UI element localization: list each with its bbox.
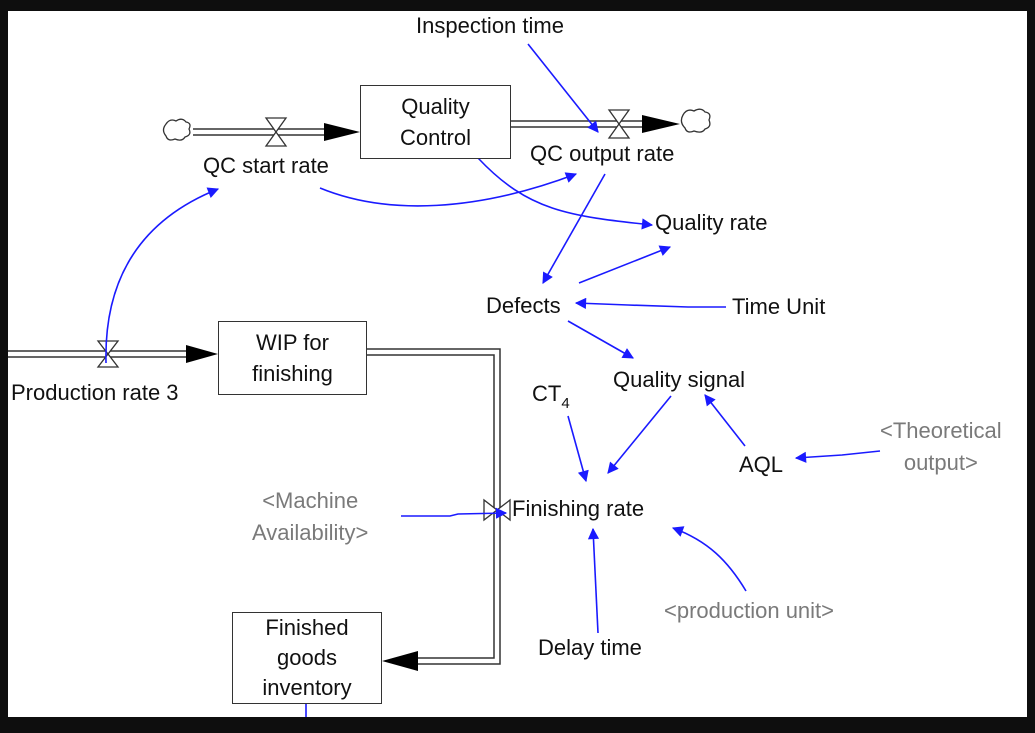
finishing-pipe-arrowhead xyxy=(382,651,418,671)
stock-wip-for-finishing[interactable]: WIP for finishing xyxy=(218,321,367,395)
link-qcoutput-to-defects xyxy=(542,173,606,284)
link-defects-to-qualitysignal xyxy=(567,320,634,359)
link-qcstart-to-qcoutput xyxy=(319,172,578,207)
stock-wip-line-1: WIP for xyxy=(256,330,329,355)
link-aql-to-qualitysignal xyxy=(704,394,746,447)
aux-delay-time[interactable]: Delay time xyxy=(538,635,642,660)
stock-fgi-line-1: Finished xyxy=(265,615,349,640)
stock-quality-control-line-2: Control xyxy=(400,125,471,150)
link-theoretical-to-aql xyxy=(794,450,881,463)
sink-cloud-icon xyxy=(680,108,711,133)
finishing-pipe xyxy=(367,348,501,671)
shadow-machine-availability-line-1: <Machine xyxy=(262,488,359,513)
shadow-theoretical-output-line-2: output> xyxy=(903,450,978,475)
aux-quality-rate[interactable]: Quality rate xyxy=(655,210,768,235)
qc-output-valve-icon xyxy=(607,109,631,139)
stock-fgi-line-2: goods xyxy=(277,645,337,670)
finishing-valve-icon xyxy=(483,498,511,522)
stock-fgi-line-3: inventory xyxy=(262,675,352,700)
shadow-theoretical-output[interactable]: <Theoretical output> xyxy=(880,415,1002,479)
aux-time-unit[interactable]: Time Unit xyxy=(732,294,826,319)
aux-quality-signal[interactable]: Quality signal xyxy=(613,367,746,392)
stock-quality-control-line-1: Quality xyxy=(401,94,470,119)
link-ct4-to-finishing xyxy=(567,415,589,483)
diagram-canvas: Quality Control WIP for finishing Finish… xyxy=(8,11,1027,717)
production-pipe-arrowhead xyxy=(186,345,218,363)
production-pipe xyxy=(8,345,218,363)
qc-start-valve-icon xyxy=(264,117,288,147)
link-qualitysignal-to-finishing xyxy=(607,395,672,474)
qc-output-pipe-arrowhead xyxy=(642,115,680,133)
aux-inspection-time[interactable]: Inspection time xyxy=(416,13,564,38)
link-delaytime-to-finishing xyxy=(587,527,600,634)
aux-aql[interactable]: AQL xyxy=(739,452,784,477)
flow-qc-start-rate[interactable]: QC start rate xyxy=(203,153,329,178)
aux-ct4-subscript: 4 xyxy=(561,395,570,412)
stock-wip-line-2: finishing xyxy=(252,361,333,386)
flow-production-rate-3[interactable]: Production rate 3 xyxy=(11,380,179,405)
link-production-to-qcstart xyxy=(105,187,220,364)
qc-start-pipe-arrowhead xyxy=(324,123,360,141)
shadow-machine-availability-line-2: Availability> xyxy=(252,520,369,545)
qc-output-pipe xyxy=(511,115,680,133)
flow-qc-output-rate[interactable]: QC output rate xyxy=(530,141,675,166)
diagram-svg xyxy=(8,43,881,717)
flow-finishing-rate[interactable]: Finishing rate xyxy=(512,496,645,521)
aux-defects[interactable]: Defects xyxy=(486,293,561,318)
link-productionunit-to-finishing xyxy=(671,526,747,592)
link-machine-to-finishing xyxy=(401,507,508,519)
qc-start-pipe xyxy=(193,123,360,141)
shadow-production-unit[interactable]: <production unit> xyxy=(664,598,835,623)
stock-quality-control[interactable]: Quality Control xyxy=(360,85,511,159)
shadow-theoretical-output-line-1: <Theoretical xyxy=(880,418,1002,443)
link-inspection-to-qcoutput xyxy=(527,43,599,133)
link-timeunit-to-defects xyxy=(574,297,726,309)
source-cloud-icon xyxy=(162,118,191,141)
shadow-machine-availability[interactable]: <Machine Availability> xyxy=(252,485,368,549)
link-qualitycontrol-to-qualityrate xyxy=(477,157,654,230)
aux-ct4-base: CT xyxy=(532,381,562,406)
stock-finished-goods-inventory[interactable]: Finished goods inventory xyxy=(232,612,382,704)
link-defects-to-qualityrate xyxy=(578,245,672,284)
production-valve-icon xyxy=(96,340,120,368)
aux-ct4[interactable]: CT4 xyxy=(532,381,570,412)
